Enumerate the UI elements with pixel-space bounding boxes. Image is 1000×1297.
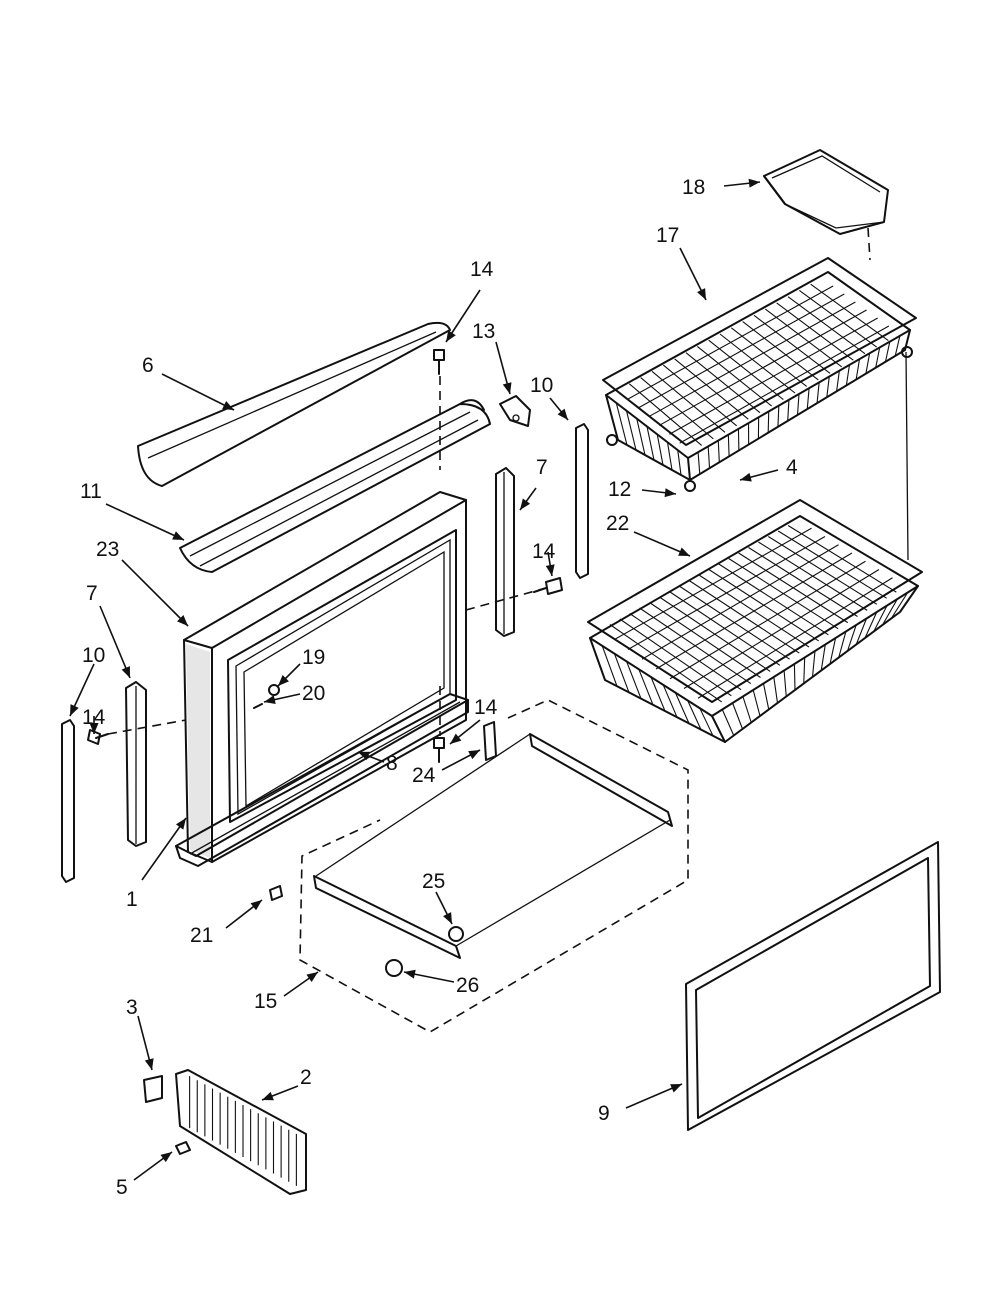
callout-leaders [69, 181, 779, 1181]
callout-1: 1 [126, 888, 138, 911]
callout-11: 11 [80, 480, 102, 503]
callout-26: 26 [456, 974, 479, 997]
arrowhead [446, 330, 456, 342]
part-14-screws [87, 349, 563, 763]
callout-19: 19 [302, 646, 325, 669]
arrowhead [520, 498, 531, 510]
part-5-screw [175, 1141, 191, 1155]
arrowhead [450, 733, 462, 744]
arrowhead [468, 750, 480, 760]
callout-6: 6 [142, 354, 154, 377]
arrowhead [443, 912, 452, 924]
callout-10-left: 10 [82, 644, 105, 667]
callout-3: 3 [126, 996, 138, 1019]
callout-14-bottom: 14 [474, 696, 498, 719]
arrowhead [404, 969, 416, 979]
callout-13: 13 [472, 320, 495, 343]
callout-15: 15 [254, 990, 277, 1013]
part-11-handle [179, 399, 491, 573]
arrowhead [697, 288, 706, 300]
callout-4: 4 [786, 456, 798, 479]
callout-labels: 18 17 14 13 6 10 7 4 11 12 23 14 22 7 10… [80, 176, 798, 1199]
callout-14-left: 14 [82, 706, 106, 729]
arrowhead [222, 401, 234, 410]
arrowhead [306, 972, 318, 983]
callout-20: 20 [302, 682, 325, 705]
arrowhead [89, 723, 99, 734]
part-13-bracket [499, 395, 531, 427]
arrowhead [264, 695, 276, 705]
part-10-strip-right [575, 423, 589, 579]
part-9-gasket [685, 841, 941, 1131]
callout-25: 25 [422, 870, 445, 893]
arrowhead [557, 408, 568, 420]
arrowhead [160, 1152, 172, 1163]
part-6-trim [137, 321, 451, 487]
arrowhead [70, 704, 79, 716]
part-3-bracket [143, 1075, 163, 1103]
arrowhead [358, 751, 370, 761]
part-19-20-fasteners [253, 684, 280, 709]
callout-8: 8 [386, 752, 398, 775]
arrowhead [678, 547, 690, 556]
part-17-upper-basket [602, 257, 917, 492]
part-15-slide-assembly [269, 699, 689, 1033]
callout-21: 21 [190, 924, 213, 947]
callout-14-top: 14 [470, 258, 494, 281]
part-22-lower-basket [587, 499, 923, 743]
arrowhead [175, 818, 186, 830]
part-8-bottom-channel [175, 693, 469, 867]
arrowhead [545, 564, 555, 576]
callout-18: 18 [682, 176, 705, 199]
part-23-door [183, 491, 467, 863]
part-7-strip-right [495, 467, 515, 637]
callout-12: 12 [608, 478, 631, 501]
arrowhead [177, 615, 188, 626]
callout-23: 23 [96, 538, 119, 561]
part-24-clip [483, 721, 497, 761]
arrowhead [664, 488, 676, 498]
arrowhead [262, 1091, 274, 1101]
part-10-strip-left [61, 719, 75, 883]
arrowhead [278, 675, 289, 686]
callout-5: 5 [116, 1176, 128, 1199]
arrowhead [740, 472, 752, 482]
callout-7-left: 7 [86, 582, 98, 605]
part-18-bin [763, 149, 889, 235]
leader-arrowheads [70, 178, 760, 1163]
callout-2: 2 [300, 1066, 312, 1089]
part-7-strip-left [125, 681, 147, 847]
arrowhead [502, 382, 512, 394]
arrowhead [748, 178, 760, 188]
part-2-grille [175, 1069, 307, 1195]
arrowhead [144, 1058, 154, 1070]
callout-17: 17 [656, 224, 679, 247]
callout-9: 9 [598, 1102, 610, 1125]
arrowhead [670, 1084, 682, 1093]
callout-22: 22 [606, 512, 629, 535]
arrowhead [121, 666, 130, 678]
callout-14-mid: 14 [532, 540, 556, 563]
arrowhead [172, 531, 184, 540]
callout-7-right: 7 [536, 456, 548, 479]
callout-10-right: 10 [530, 374, 553, 397]
arrowhead [250, 900, 262, 911]
callout-24: 24 [412, 764, 436, 787]
